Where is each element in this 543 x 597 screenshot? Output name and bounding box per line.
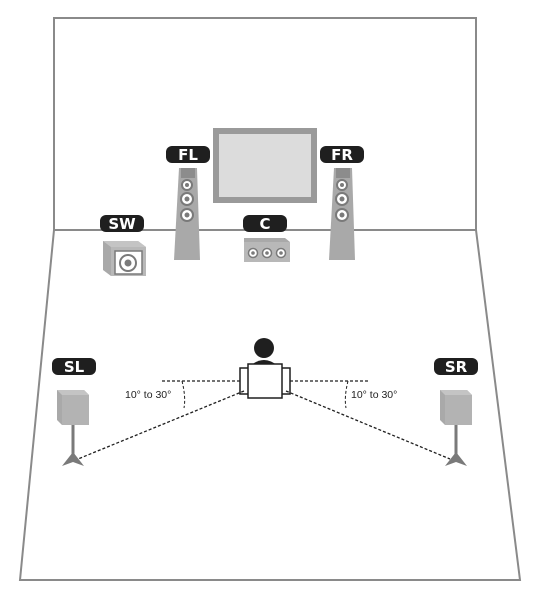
label-fr: FR	[320, 146, 364, 164]
front-left-speaker	[174, 168, 200, 260]
label-sr: SR	[434, 358, 478, 376]
label-fl-text: FL	[178, 146, 198, 164]
listener-icon	[239, 338, 291, 399]
subwoofer-speaker	[103, 241, 146, 276]
angle-guides	[77, 380, 451, 460]
tv-icon	[213, 128, 317, 203]
label-fr-text: FR	[331, 146, 353, 164]
label-c-text: C	[259, 215, 270, 233]
label-sl-text: SL	[64, 358, 85, 376]
angle-label-right: 10° to 30°	[351, 389, 397, 401]
left-angle-arc	[181, 380, 186, 409]
center-speaker	[244, 238, 290, 262]
front-right-speaker	[329, 168, 355, 260]
label-c: C	[243, 215, 287, 233]
label-sr-text: SR	[445, 358, 468, 376]
angle-label-left: 10° to 30°	[125, 389, 171, 401]
surround-right-speaker	[440, 390, 472, 466]
label-fl: FL	[166, 146, 210, 164]
right-angle-line	[285, 390, 451, 460]
right-angle-arc	[344, 380, 349, 409]
label-sw-text: SW	[108, 215, 136, 233]
room	[18, 17, 522, 581]
surround-left-speaker	[57, 390, 89, 466]
label-sl: SL	[52, 358, 96, 376]
label-sw: SW	[100, 215, 144, 233]
